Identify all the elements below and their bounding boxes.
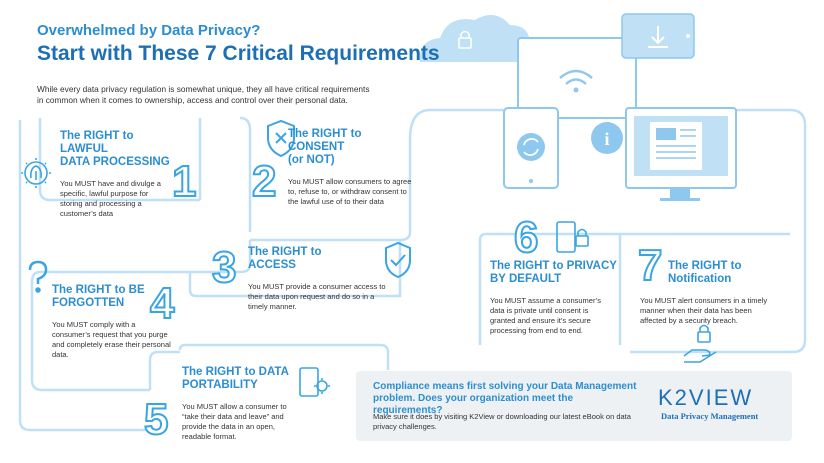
item-6-body: You MUST assume a consumer’s data is pri…	[490, 296, 602, 335]
cta-body: Make sure it does by visiting K2View or …	[373, 412, 631, 431]
item-4-number: 4	[149, 279, 176, 328]
item-3-title-a: The RIGHT to	[248, 246, 322, 258]
phone-gear-icon	[299, 367, 330, 397]
item-7-title-block: The RIGHT to Notification	[668, 260, 778, 286]
wifi-monitor-illustration	[517, 37, 637, 119]
fingerprint-gear-icon	[21, 158, 51, 188]
item-6-title-b: BY DEFAULT	[490, 273, 562, 285]
item-6: The RIGHT to PRIVACY BY DEFAULT You MUST…	[490, 260, 620, 336]
item-5-body: You MUST allow a consumer to “take their…	[182, 402, 287, 441]
item-4-body: You MUST comply with a consumer’s reques…	[52, 320, 171, 359]
item-5-title-a: The RIGHT to DATA	[182, 366, 289, 378]
header-subtitle: Overwhelmed by Data Privacy?	[37, 22, 261, 39]
cta-box: Compliance means first solving your Data…	[356, 371, 792, 441]
item-5: The RIGHT to DATA PORTABILITY You MUST a…	[182, 366, 302, 442]
item-2: The RIGHT to CONSENT (or NOT) You MUST a…	[288, 128, 418, 207]
item-7-title-a: The RIGHT to	[668, 260, 742, 272]
item-7-title-b: Notification	[668, 273, 732, 285]
item-2-body: You MUST allow consumers to agree to, re…	[288, 177, 412, 206]
question-icon	[28, 260, 48, 293]
item-1-title-a: The RIGHT to LAWFUL	[60, 130, 134, 155]
page-title: Start with These 7 Critical Requirements	[37, 42, 440, 65]
item-1-number: 1	[171, 157, 198, 206]
info-icon	[591, 122, 623, 154]
intro-text: While every data privacy regulation is s…	[37, 84, 370, 105]
svg-text:i: i	[604, 129, 609, 149]
item-4: The RIGHT to BE FORGOTTEN You MUST compl…	[52, 284, 172, 360]
item-6-number: 6	[513, 213, 540, 262]
item-3-title-b: ACCESS	[248, 259, 296, 271]
download-phone-illustration	[621, 13, 695, 59]
item-7-body: You MUST alert consumers in a timely man…	[640, 296, 768, 325]
item-2-number: 2	[251, 157, 278, 206]
item-1-body: You MUST have and divulge a specific, la…	[60, 179, 161, 218]
cta-headline: Compliance means first solving your Data…	[373, 381, 637, 416]
item-5-number: 5	[143, 395, 170, 444]
item-4-title-a: The RIGHT to BE	[52, 284, 145, 296]
item-5-title-b: PORTABILITY	[182, 379, 258, 391]
sync-tablet-illustration	[503, 107, 559, 189]
item-2-title-a: The RIGHT to CONSENT	[288, 128, 362, 153]
item-3-body: You MUST provide a consumer access to th…	[248, 282, 386, 311]
shield-check-icon	[385, 241, 411, 279]
logo-tagline: Data Privacy Management	[661, 411, 759, 421]
item-1: The RIGHT to LAWFUL DATA PROCESSING You …	[60, 130, 180, 219]
item-3: The RIGHT to ACCESS You MUST provide a c…	[248, 246, 398, 312]
item-1-title-b: DATA PROCESSING	[60, 156, 170, 168]
shield-x-icon	[267, 119, 295, 158]
item-6-title-a: The RIGHT to PRIVACY	[490, 260, 617, 272]
item-7-number: 7	[637, 241, 664, 290]
document-monitor-illustration	[625, 107, 737, 201]
path-2-3	[250, 140, 412, 242]
item-2-title-b: (or NOT)	[288, 154, 335, 166]
hand-lock-icon	[683, 324, 717, 363]
item-3-number: 3	[211, 243, 238, 292]
phone-lock-icon	[556, 221, 589, 253]
cloud-lock-illustration	[419, 15, 542, 62]
k2view-logo[interactable]: K2VIEW	[658, 385, 754, 410]
item-4-title-b: FORGOTTEN	[52, 297, 125, 309]
